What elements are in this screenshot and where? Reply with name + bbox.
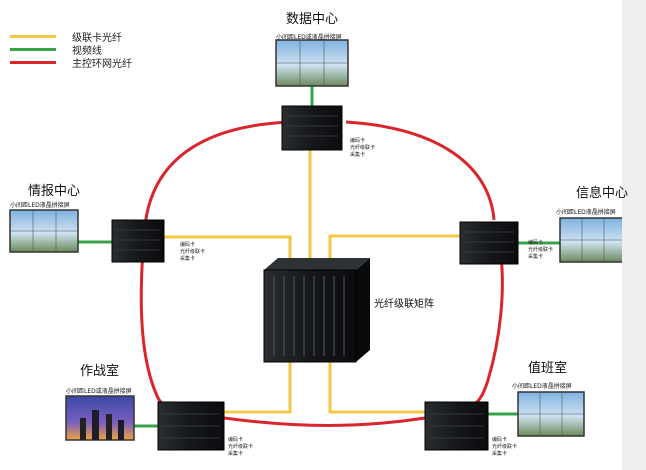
card-label: 编码卡 — [492, 437, 508, 443]
card-label: 光纤级联卡 — [350, 145, 376, 151]
title-war-room: 作战室 — [80, 364, 120, 379]
screen-data-center — [275, 39, 349, 87]
title-data-center: 数据中心 — [286, 12, 339, 27]
device-intel-center — [111, 219, 165, 263]
cards-war-room: 编码卡 光纤级联卡 采集卡 — [228, 437, 253, 458]
card-label: 采集卡 — [528, 254, 544, 260]
title-intel-center: 情报中心 — [28, 184, 81, 199]
card-label: 采集卡 — [492, 451, 508, 457]
screen-intel-center — [9, 209, 79, 253]
title-duty-room: 值班室 — [528, 361, 568, 376]
cards-data-center: 编码卡 光纤级联卡 采集卡 — [350, 138, 375, 159]
caption-war-room: 小间距LED或液晶拼接屏 — [66, 388, 132, 395]
legend-swatch — [10, 61, 56, 64]
card-label: 编码卡 — [180, 242, 196, 248]
caption-intel-center: 小间距LED液晶拼接屏 — [10, 202, 70, 209]
device-data-center — [281, 105, 343, 151]
cards-intel-center: 编码卡 光纤级联卡 采集卡 — [180, 242, 205, 263]
caption-data-center: 小间距LED或液晶拼接屏 — [276, 34, 342, 41]
screen-duty-room — [517, 391, 585, 437]
legend-label: 视频线 — [72, 46, 102, 57]
legend-swatch — [10, 35, 56, 38]
legend-swatch — [10, 48, 56, 51]
card-label: 采集卡 — [180, 256, 196, 262]
legend-label: 主控环网光纤 — [72, 59, 132, 70]
right-edge-strip — [622, 0, 646, 470]
caption-duty-room: 小间距LED液晶拼接屏 — [512, 383, 572, 390]
legend-label: 级联卡光纤 — [72, 33, 122, 44]
caption-info-center: 小间距LED液晶拼接屏 — [556, 209, 616, 216]
title-info-center: 信息中心 — [576, 186, 629, 201]
card-label: 采集卡 — [228, 451, 244, 457]
screen-war-room — [65, 395, 135, 441]
device-duty-room — [424, 401, 489, 451]
card-label: 光纤级联卡 — [528, 247, 554, 253]
device-info-center — [459, 221, 519, 265]
cards-info-center: 编码卡 光纤级联卡 采集卡 — [528, 240, 553, 261]
card-label: 采集卡 — [350, 152, 366, 158]
card-label: 编码卡 — [350, 138, 366, 144]
card-label: 编码卡 — [528, 240, 544, 246]
video-lines — [78, 86, 560, 428]
card-label: 光纤级联卡 — [180, 249, 206, 255]
cascade-fibers — [164, 150, 460, 414]
card-label: 光纤级联卡 — [492, 444, 518, 450]
cards-duty-room: 编码卡 光纤级联卡 采集卡 — [492, 437, 517, 458]
device-war-room — [157, 401, 225, 451]
screen-info-center — [559, 217, 627, 263]
matrix-label: 光纤级联矩阵 — [374, 299, 434, 310]
fiber-matrix-device — [263, 258, 370, 363]
card-label: 光纤级联卡 — [228, 444, 254, 450]
ring-fiber — [139, 120, 504, 427]
card-label: 编码卡 — [228, 437, 244, 443]
